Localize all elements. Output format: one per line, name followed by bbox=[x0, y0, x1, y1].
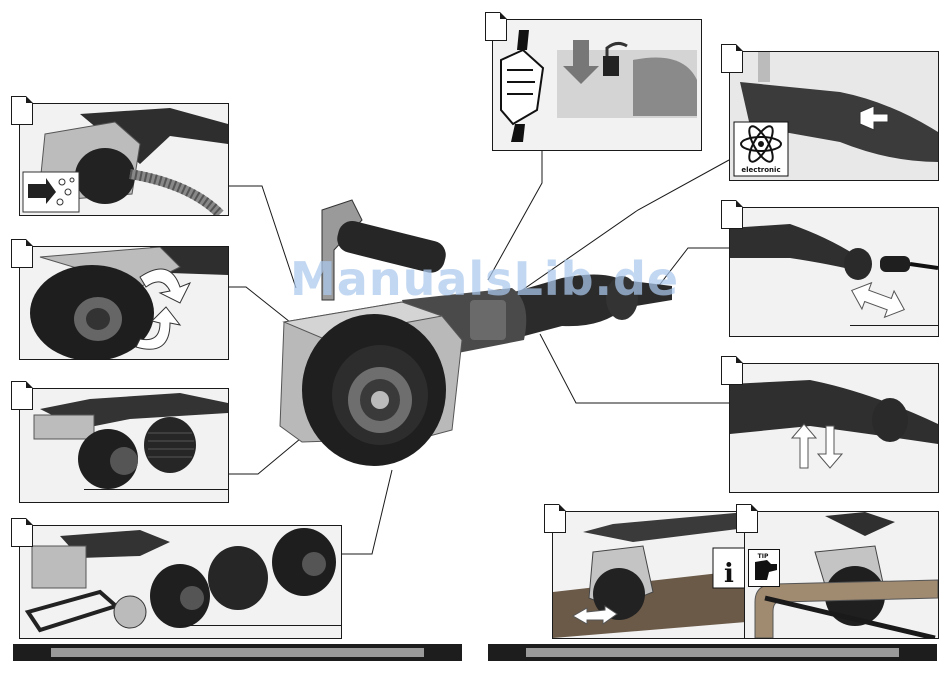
panel-cable-connect bbox=[729, 207, 939, 337]
panel-working-flat: i bbox=[552, 511, 747, 639]
panel-dust-extraction bbox=[19, 103, 229, 216]
electronic-label: electronic bbox=[741, 166, 780, 174]
footer-bar-right bbox=[488, 644, 937, 661]
watermark: ManualsLib.de bbox=[290, 252, 679, 306]
tag-service-lock bbox=[485, 12, 507, 41]
electronic-speed-illustration: electronic bbox=[730, 52, 938, 180]
switch-operation-illustration bbox=[730, 364, 938, 492]
tip-icon: i bbox=[713, 548, 745, 589]
tag-dust-extraction bbox=[11, 96, 33, 125]
footer-bar-left bbox=[13, 644, 462, 661]
tag-guard-swivel bbox=[11, 239, 33, 268]
tip-label: TIP bbox=[758, 553, 769, 560]
tag-roller-change bbox=[11, 518, 33, 547]
panel-footer-rule bbox=[84, 489, 228, 490]
panel-roller-change bbox=[19, 525, 342, 639]
main-tool-illustration bbox=[262, 190, 682, 480]
tag-working-pipe bbox=[736, 504, 758, 533]
tag-roller-options bbox=[11, 381, 33, 410]
cable-connect-illustration bbox=[730, 208, 938, 336]
panel-footer-rule bbox=[180, 625, 341, 626]
panel-guard-swivel bbox=[19, 246, 229, 360]
panel-electronic-speed: electronic bbox=[729, 51, 939, 181]
tag-switch-operation bbox=[721, 356, 743, 385]
tip-glyph: i bbox=[724, 559, 734, 589]
service-lock-illustration bbox=[493, 20, 701, 150]
tag-electronic-speed bbox=[721, 44, 743, 73]
tag-working-flat bbox=[544, 504, 566, 533]
roller-change-illustration bbox=[20, 526, 341, 638]
tag-cable-connect bbox=[721, 200, 743, 229]
wrench-hand-icon bbox=[501, 30, 543, 142]
panel-switch-operation bbox=[729, 363, 939, 493]
guard-swivel-illustration bbox=[20, 247, 228, 359]
roller-options-illustration bbox=[20, 389, 228, 502]
dust-extraction-illustration bbox=[20, 104, 228, 215]
panel-service-lock bbox=[492, 19, 702, 151]
tip-hand-badge: TIP bbox=[748, 549, 780, 587]
panel-roller-options bbox=[19, 388, 229, 503]
panel-footer-rule bbox=[850, 325, 938, 326]
working-flat-illustration: i bbox=[553, 512, 746, 638]
